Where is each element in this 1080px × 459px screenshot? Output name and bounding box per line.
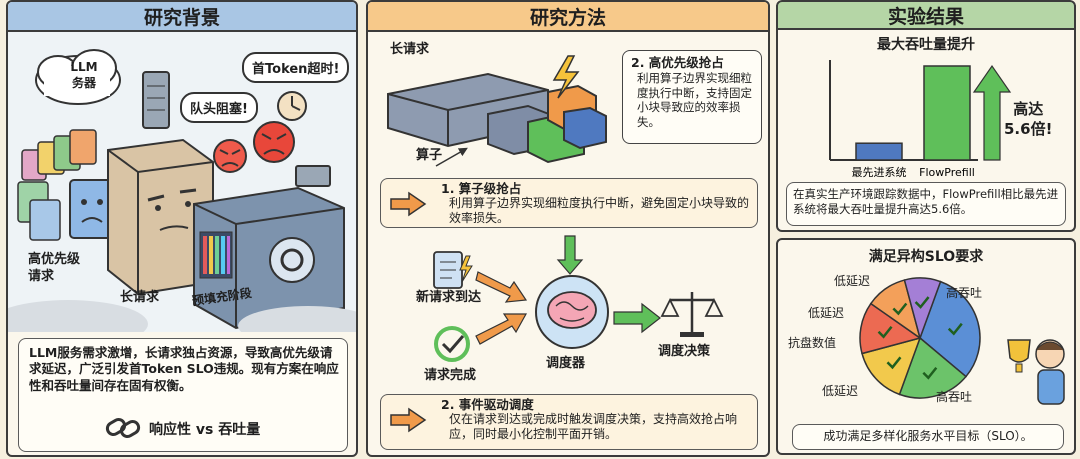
throughput-bar-chart: 最先进系统 FlowPrefill xyxy=(829,60,1012,179)
operator-blocks-illustration xyxy=(387,55,607,167)
check-icon-0 xyxy=(947,322,963,336)
pie-label-0: 高吞吐 xyxy=(946,286,983,300)
request-done-label: 请求完成 xyxy=(424,368,477,383)
chart-caption-box: 在真实生产环境跟踪数据中，FlowPrefill相比最先进系统将最大吞吐量提升高… xyxy=(786,182,1066,226)
chain-link-icon xyxy=(105,418,141,438)
pie-label-3: 抗盘数值 xyxy=(788,336,837,350)
high-priority-preemption-callout: 2. 高优先级抢占 利用算子边界实现细粒度执行中断，支持固定小块导致应的效率损失… xyxy=(622,50,762,144)
bar-label-1: FlowPrefill xyxy=(919,166,975,179)
openai-logo-icon xyxy=(269,237,315,283)
server-rack-icon xyxy=(142,71,170,129)
scheduler-label: 调度器 xyxy=(546,356,586,371)
pie-slice-1 xyxy=(898,336,968,399)
chart-title: 最大吞吐量提升 xyxy=(877,37,975,53)
high-priority-label: 高优先级 请求 xyxy=(28,252,81,284)
check-circle-icon xyxy=(434,326,470,362)
check-icon-3 xyxy=(877,325,893,339)
long-request-label: 长请求 xyxy=(120,290,160,305)
head-of-line-blocking-bubble: 队头阻塞! xyxy=(180,92,258,123)
down-arrow-icon xyxy=(556,235,584,275)
event-driven-box: 2. 事件驱动调度 仅在请求到达或完成时触发调度决策，支持高效抢占响应，同时最小… xyxy=(380,394,758,450)
point1-text: 利用算子边界实现细粒度执行中断，避免固定小块导致的效率损失。 xyxy=(449,196,750,226)
new-request-label: 新请求到达 xyxy=(416,290,482,305)
lightning-icon xyxy=(552,55,580,99)
long-request-character xyxy=(107,138,214,296)
pie-slice-5 xyxy=(903,277,942,341)
throughput-card: 最大吞吐量提升 最先进系统 FlowPrefill 高达 5.6倍! 在真实生产环… xyxy=(776,30,1076,232)
check-icon-5 xyxy=(914,296,930,309)
operator-label: 算子 xyxy=(416,148,443,163)
request-queue xyxy=(17,129,115,241)
brain-icon xyxy=(535,275,609,349)
pie-label-5: 低延迟 xyxy=(822,384,859,398)
bar-1 xyxy=(923,65,971,161)
pie-label-1: 高吞吐 xyxy=(936,390,973,404)
alarm-clock-icon xyxy=(277,91,307,121)
background-description-box: LLM服务需求激增，长请求独占资源，导致高优先级请求延迟，广泛引发首Token … xyxy=(18,338,348,452)
orange-arrow-icon-2 xyxy=(390,407,427,433)
bar-0 xyxy=(855,142,903,161)
right-arrow-icon xyxy=(613,302,661,334)
chart-annotation: 高达 5.6倍! xyxy=(1004,100,1053,138)
tradeoff-label: 响应性 vs 吞吐量 xyxy=(149,422,261,438)
background-title: 研究背景 xyxy=(8,2,356,32)
growth-arrow-icon xyxy=(972,64,1012,161)
arrow-in-top xyxy=(475,271,528,303)
check-icon-1 xyxy=(922,366,938,380)
llm-server-label: LLM 务器 xyxy=(70,60,98,90)
slo-card: 满足异构SLO要求 高吞吐 高吞吐 低延迟 抗盘数值 低延迟 低延迟 成功满足多… xyxy=(776,238,1076,455)
callout-text: 利用算子边界实现细粒度执行中断，支持固定小块导致应的效率损失。 xyxy=(637,71,752,130)
point2-title: 2. 事件驱动调度 xyxy=(441,397,534,412)
slo-caption: 成功满足多样化服务水平目标（SLO）。 xyxy=(823,429,1033,443)
method-panel: 研究方法 长请求 算子 2. 高优先级抢占 利用算子边界实现细粒度执行中断，支持… xyxy=(366,0,770,457)
background-panel: 研究背景 xyxy=(6,0,358,457)
prefill-server xyxy=(193,186,345,330)
pie-label-2: 低延迟 xyxy=(834,274,871,288)
cloud-icon xyxy=(35,49,121,105)
slo-pie-chart xyxy=(859,277,981,399)
check-icon-4 xyxy=(892,302,908,316)
slo-caption-box: 成功满足多样化服务水平目标（SLO）。 xyxy=(792,424,1064,450)
event-scheduler-illustration xyxy=(433,235,724,362)
decision-label: 调度决策 xyxy=(658,344,711,359)
results-panel: 实验结果 最大吞吐量提升 最先进系统 FlowPrefill 高达 5.6倍! 在… xyxy=(776,0,1076,457)
pie-label-4: 低延迟 xyxy=(808,306,845,320)
point2-text: 仅在请求到达或完成时触发调度决策，支持高效抢占响应，同时最小化控制平面开销。 xyxy=(449,412,738,442)
callout-title: 2. 高优先级抢占 xyxy=(631,55,724,70)
results-title: 实验结果 xyxy=(776,0,1076,30)
scales-icon xyxy=(660,292,724,337)
arrow-in-bottom xyxy=(475,313,528,345)
first-token-timeout-bubble: 首Token超时! xyxy=(242,52,350,83)
angry-face-icon xyxy=(213,121,295,173)
point1-title: 1. 算子级抢占 xyxy=(441,181,522,196)
bar-label-0: 最先进系统 xyxy=(852,166,907,179)
operator-preemption-box: 1. 算子级抢占 利用算子边界实现细粒度执行中断，避免固定小块导致的效率损失。 xyxy=(380,178,758,228)
method-title: 研究方法 xyxy=(368,2,768,32)
laptop-icon xyxy=(295,165,331,187)
chart-caption: 在真实生产环境跟踪数据中，FlowPrefill相比最先进系统将最大吞吐量提升高… xyxy=(793,187,1059,217)
orange-arrow-icon xyxy=(390,191,427,217)
method-long-request-label: 长请求 xyxy=(390,42,430,57)
check-icon-2 xyxy=(886,356,902,370)
trophy-kid-icon xyxy=(1007,339,1065,405)
background-description: LLM服务需求激增，长请求独占资源，导致高优先级请求延迟，广泛引发首Token … xyxy=(29,345,339,393)
slo-title: 满足异构SLO要求 xyxy=(868,249,984,265)
new-request-doc-icon xyxy=(433,251,473,289)
